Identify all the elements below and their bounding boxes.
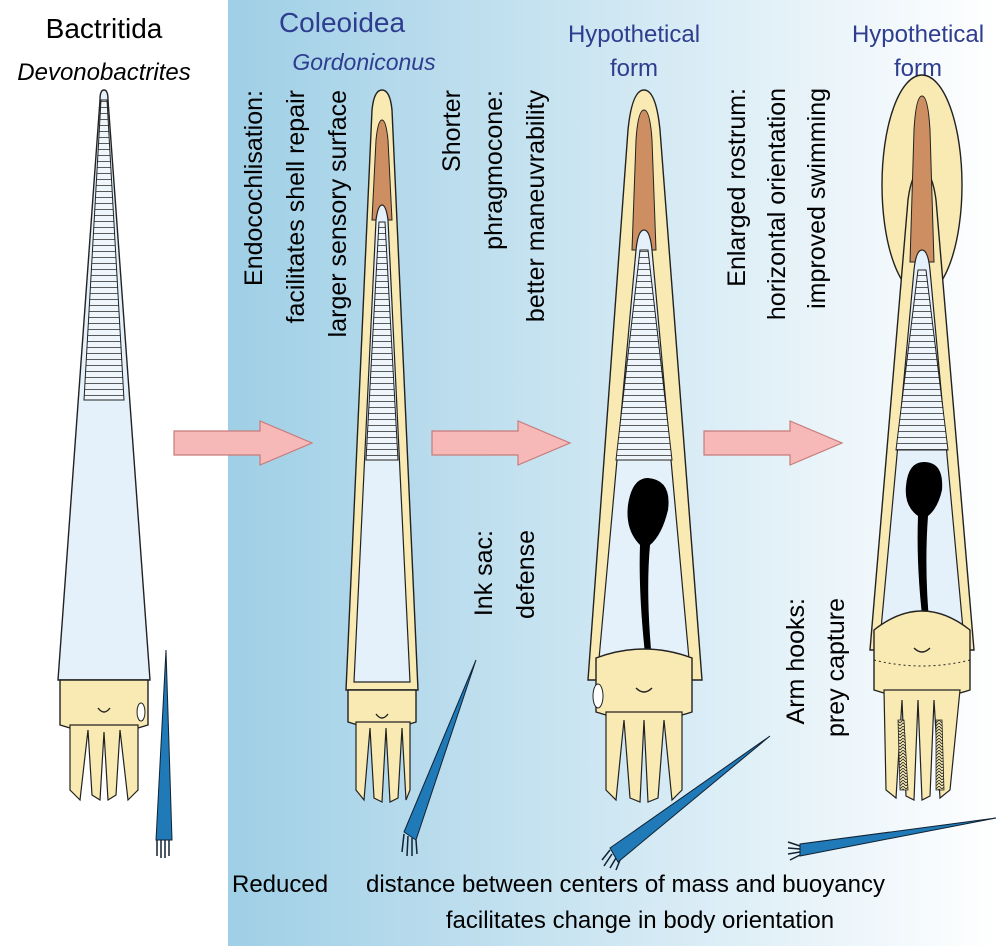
gordoniconus-subtitle: Gordoniconus: [292, 49, 436, 75]
footer-line-2: facilitates change in body orientation: [446, 907, 834, 934]
arrow-2: [431, 420, 572, 466]
annotation-rostrum: Enlarged rostrum: horizontal orientation…: [723, 88, 831, 320]
ink-sac-line-1: Ink sac:: [470, 530, 498, 616]
annotation-endocochlisation: Endocochlisation: facilitates shell repa…: [240, 90, 352, 337]
gordoniconus-phragmocone: [365, 221, 399, 461]
annotation-ink-sac: Ink sac: defense: [470, 530, 540, 619]
rostrum-line-2: horizontal orientation: [763, 88, 791, 320]
endocochlisation-line-1: Endocochlisation:: [240, 90, 268, 286]
column-titles: Bactritida Devonobactrites Coleoidea Gor…: [17, 7, 984, 86]
form4-arm-hooks: [897, 719, 945, 791]
form4-funnel: [913, 647, 931, 653]
form3-ink-sac: [627, 478, 669, 680]
rostrum-line-1: Enlarged rostrum:: [723, 88, 751, 287]
form4-swimmer: [799, 817, 997, 857]
form4-arms: [883, 689, 961, 801]
gordoniconus-swimmer: [403, 659, 477, 841]
annotation-arm-hooks: Arm hooks: prey capture: [782, 598, 850, 737]
hypothetical-form-3-subtitle: form: [610, 55, 658, 82]
devonobactrites-subtitle: Devonobactrites: [17, 59, 190, 86]
form3-arms: [605, 711, 683, 803]
footer-caption: Reduced distance between centers of mass…: [232, 871, 885, 934]
gordoniconus-arms: [355, 721, 411, 803]
gordoniconus-funnel: [375, 713, 389, 719]
hypothetical-form-4-organism: [787, 74, 997, 861]
footer-line-1: distance between centers of mass and buo…: [366, 871, 885, 898]
bactritida-swimmer: [155, 649, 173, 841]
endocochlisation-line-2: facilitates shell repair: [282, 90, 310, 323]
form3-funnel: [635, 687, 653, 693]
form4-head: [873, 610, 971, 699]
form4-ink-sac: [905, 462, 943, 632]
arrow-1: [173, 420, 314, 466]
bactritida-swimmer-arms: [156, 840, 170, 858]
bactritida-title: Bactritida: [46, 13, 163, 44]
form3-phragmocone: [615, 249, 673, 461]
transition-arrows: [173, 420, 844, 466]
phragmocone-line-2: phragmocone:: [480, 90, 508, 250]
annotation-phragmocone: Shorter phragmocone: better maneuvrabili…: [438, 90, 550, 323]
coleoidea-title: Coleoidea: [279, 7, 406, 38]
hypothetical-form-3-title: Hypothetical: [568, 21, 700, 48]
ink-sac-line-2: defense: [512, 530, 540, 619]
bactritida-organism: [57, 89, 173, 858]
form4-swimmer-arms: [787, 841, 801, 861]
form3-swimmer-arms: [601, 849, 621, 871]
form3-head: [595, 648, 693, 721]
bactritida-funnel: [97, 707, 111, 713]
bactritida-eye: [136, 702, 146, 722]
form3-eye: [592, 683, 604, 709]
gordoniconus-swimmer-arms: [401, 833, 418, 857]
arm-hooks-line-2: prey capture: [822, 598, 850, 737]
arrow-3: [703, 420, 844, 466]
rostrum-line-3: improved swimming: [803, 88, 831, 309]
endocochlisation-line-3: larger sensory surface: [324, 90, 352, 337]
phragmocone-line-3: better maneuvrability: [522, 90, 550, 323]
footer-reduced: Reduced: [232, 871, 328, 898]
hypothetical-form-4-title: Hypothetical: [852, 21, 984, 48]
form4-phragmocone: [895, 269, 949, 451]
form3-swimmer: [609, 735, 771, 863]
arm-hooks-line-1: Arm hooks:: [782, 598, 810, 724]
phragmocone-line-1: Shorter: [438, 90, 466, 172]
bactritida-phragmocone: [83, 99, 125, 401]
bactritida-arms: [69, 724, 139, 802]
gordoniconus-organism: [345, 89, 477, 857]
hypothetical-form-3-organism: [587, 89, 771, 871]
